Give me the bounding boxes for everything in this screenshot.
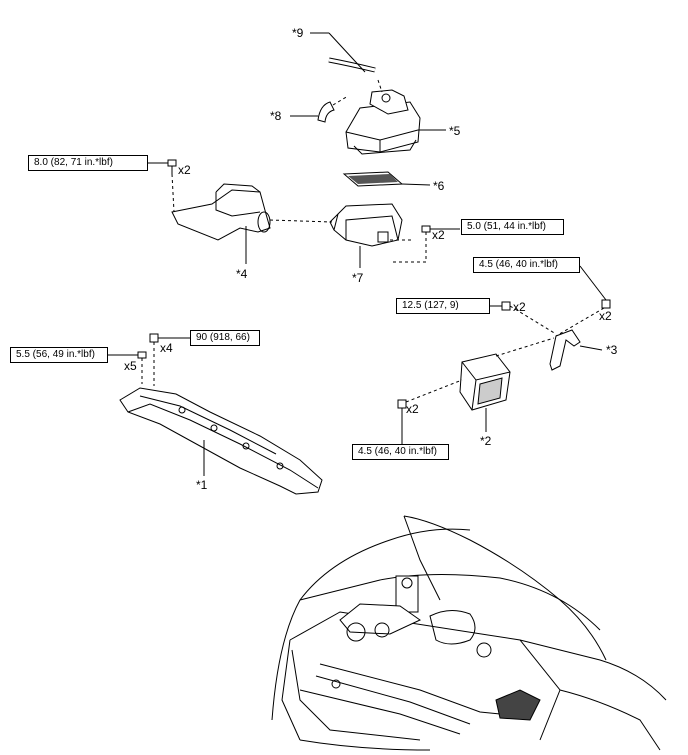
quantity-label-c2: x2 [432,228,445,242]
torque-spec-box-t6: 5.5 (56, 49 in.*lbf) [10,347,108,363]
part-label-2: *2 [480,434,492,448]
torque-spec-box-t2: 5.0 (51, 44 in.*lbf) [461,219,564,235]
hose-part-8 [290,95,349,123]
quantity-label-c4: x2 [513,300,526,314]
bolt-t7 [397,337,555,444]
torque-spec-box-t5: 90 (918, 66) [190,330,260,346]
air-filter-part-6 [342,171,431,187]
bolt-t1 [148,159,177,174]
quantity-label-c6: x5 [124,359,137,373]
part-label-8: *8 [270,109,282,123]
quantity-label-c5: x4 [160,341,173,355]
quantity-label-c1: x2 [178,163,191,177]
hose-part-9 [310,32,376,73]
part-label-3: *3 [606,343,618,357]
ecu-part-2 [459,353,511,432]
part-label-6: *6 [433,179,445,193]
air-cleaner-cap-part-5 [345,79,446,155]
quantity-label-c3: x2 [599,309,612,323]
quantity-label-c7: x2 [406,402,419,416]
air-inlet-duct-part-4 [171,173,271,264]
part-label-9: *9 [292,26,304,40]
bolt-t6 [108,351,147,384]
part-label-4: *4 [236,267,248,281]
duct-to-case-link [269,219,333,223]
vehicle-location-view [271,515,667,751]
cowl-panel-part-1 [119,387,323,495]
bracket-part-3 [549,265,611,371]
torque-spec-box-t3: 4.5 (46, 40 in.*lbf) [473,257,580,273]
bolt-t2 [390,225,460,263]
torque-spec-box-t4: 12.5 (127, 9) [396,298,490,314]
part-label-7: *7 [352,271,364,285]
air-cleaner-case-part-7 [329,203,403,268]
part-label-1: *1 [196,478,208,492]
part-label-5: *5 [449,124,461,138]
bolt-t4 [490,301,557,335]
torque-spec-box-t7: 4.5 (46, 40 in.*lbf) [352,444,449,460]
torque-spec-box-t1: 8.0 (82, 71 in.*lbf) [28,155,148,171]
bolt-t5 [149,333,190,386]
